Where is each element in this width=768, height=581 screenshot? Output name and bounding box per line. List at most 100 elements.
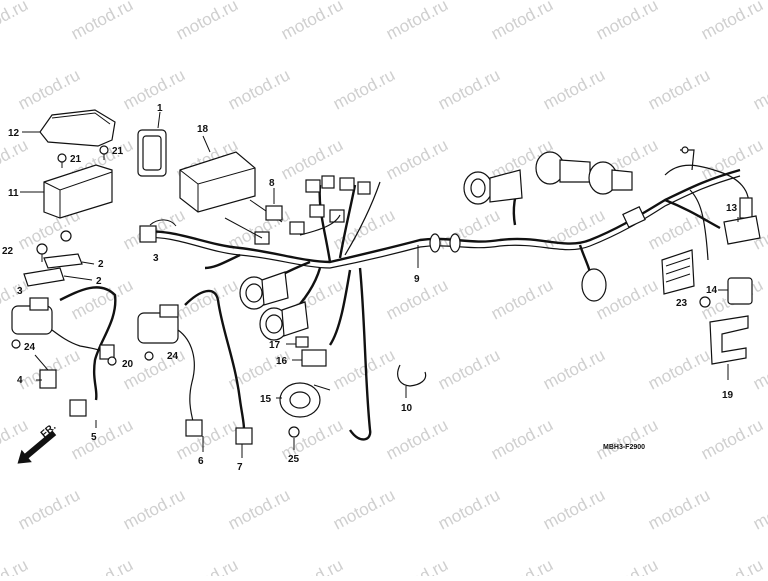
label-22: 22 xyxy=(2,246,14,257)
relay-bulbs xyxy=(463,151,633,302)
front-marker-label: FR. xyxy=(39,421,59,440)
diagram-code: MBH3-F2900 xyxy=(603,444,645,451)
watermark-text: motod.ru xyxy=(698,0,766,44)
label-11: 11 xyxy=(8,188,19,199)
watermark-text: motod.ru xyxy=(120,485,188,533)
part-17-clip xyxy=(295,336,309,348)
label-7: 7 xyxy=(237,462,243,473)
watermark-text: motod.ru xyxy=(540,205,608,253)
watermark-text: motod.ru xyxy=(0,0,31,44)
watermark-text: motod.ru xyxy=(15,65,83,113)
label-21b: 21 xyxy=(112,146,124,157)
watermark-text: motod.ru xyxy=(435,485,503,533)
watermark-text: motod.ru xyxy=(698,555,766,576)
watermark-text: motod.ru xyxy=(593,0,661,44)
watermark-text: motod.ru xyxy=(173,0,241,44)
bolt-22 xyxy=(36,230,72,262)
label-6: 6 xyxy=(198,456,204,467)
watermark-text: motod.ru xyxy=(540,485,608,533)
watermark-text: motod.ru xyxy=(435,65,503,113)
watermark-text: motod.ru xyxy=(488,275,556,323)
watermark-text: motod.ru xyxy=(593,555,661,576)
label-8: 8 xyxy=(269,178,275,189)
headlight-sockets xyxy=(239,271,309,341)
ignition-coil-center xyxy=(137,289,253,445)
part-10-band xyxy=(397,364,427,398)
watermark-text: motod.ru xyxy=(15,485,83,533)
watermark-text: motod.ru xyxy=(0,555,31,576)
ignition-coil-left xyxy=(11,286,117,417)
watermark-text: motod.ru xyxy=(278,135,346,183)
label-21a: 21 xyxy=(70,154,82,165)
watermark-text: motod.ru xyxy=(68,275,136,323)
label-17: 17 xyxy=(269,340,281,351)
watermark-text: motod.ru xyxy=(68,555,136,576)
label-23: 23 xyxy=(676,298,688,309)
watermark-text: motod.ru xyxy=(383,555,451,576)
watermark-text: motod.ru xyxy=(750,345,768,393)
watermark-text: motod.ru xyxy=(540,65,608,113)
part-13-relay xyxy=(661,215,761,295)
watermark-text: motod.ru xyxy=(278,0,346,44)
part-16-connector xyxy=(301,349,327,367)
label-18: 18 xyxy=(197,124,209,135)
label-1: 1 xyxy=(157,103,163,114)
watermark-text: motod.ru xyxy=(593,415,661,463)
label-4: 4 xyxy=(17,375,23,386)
watermark-text: motod.ru xyxy=(383,135,451,183)
label-19: 19 xyxy=(722,390,734,401)
watermark-text: motod.ru xyxy=(750,485,768,533)
bolt-25 xyxy=(288,426,300,450)
part-14-relay xyxy=(718,277,753,305)
part-1-component xyxy=(137,111,167,177)
watermark-text: motod.ru xyxy=(68,415,136,463)
label-3b: 3 xyxy=(153,253,159,264)
leader-lines xyxy=(36,217,739,458)
watermark-text: motod.ru xyxy=(383,415,451,463)
watermark-text: motod.ru xyxy=(330,65,398,113)
watermark-text: motod.ru xyxy=(330,485,398,533)
label-14: 14 xyxy=(706,285,718,296)
watermark-text: motod.ru xyxy=(225,65,293,113)
label-24a: 24 xyxy=(24,342,36,353)
bracket-2-pair xyxy=(23,253,83,287)
label-12: 12 xyxy=(8,128,20,139)
watermark-text: motod.ru xyxy=(173,415,241,463)
label-2b: 2 xyxy=(96,276,102,287)
part-20-clip xyxy=(107,356,117,366)
watermark-text: motod.ru xyxy=(488,0,556,44)
label-25: 25 xyxy=(288,454,300,465)
bolt-23 xyxy=(699,296,711,308)
bolt-24-pair xyxy=(11,339,154,361)
watermark-text: motod.ru xyxy=(698,135,766,183)
front-arrow-icon xyxy=(17,430,57,464)
label-3a: 3 xyxy=(17,286,23,297)
connector-cluster xyxy=(254,175,371,245)
label-2a: 2 xyxy=(98,259,104,270)
watermark-text: motod.ru xyxy=(540,345,608,393)
watermark-text: motod.ru xyxy=(68,0,136,44)
watermark-text: motod.ru xyxy=(383,0,451,44)
watermark-text: motod.ru xyxy=(645,485,713,533)
part-15-horn xyxy=(279,382,331,418)
bolt-21-pair xyxy=(57,145,109,168)
part-12-cover xyxy=(22,109,116,147)
watermark-text: motod.ru xyxy=(698,415,766,463)
part-11-bracket xyxy=(20,164,113,219)
watermark-text: motod.ru xyxy=(645,345,713,393)
label-10: 10 xyxy=(401,403,413,414)
part-19-bracket xyxy=(709,315,749,380)
label-5: 5 xyxy=(91,432,97,443)
watermark-text: motod.ru xyxy=(173,275,241,323)
label-15: 15 xyxy=(260,394,272,405)
watermark-text: motod.ru xyxy=(278,555,346,576)
label-9: 9 xyxy=(414,274,420,285)
watermark-text: motod.ru xyxy=(435,345,503,393)
watermark-text: motod.ru xyxy=(645,65,713,113)
watermark-text: motod.ru xyxy=(488,555,556,576)
part-18-component xyxy=(179,135,283,239)
watermark-text: motod.ru xyxy=(0,135,31,183)
